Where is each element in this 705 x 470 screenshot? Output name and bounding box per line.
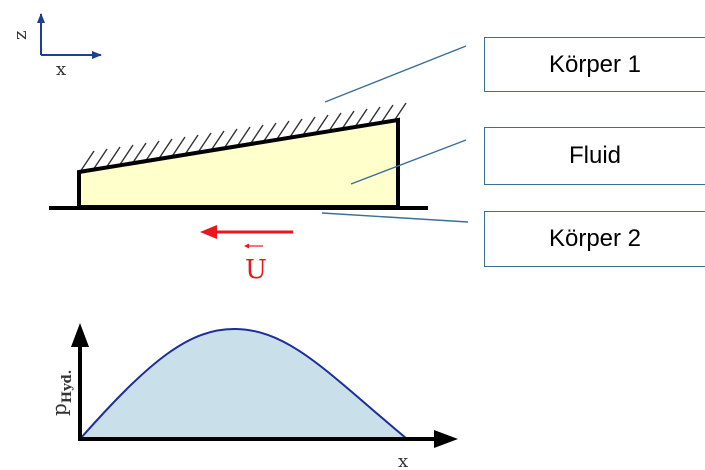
fluid-label: Fluid [484,127,705,185]
velocity-label: U [245,255,267,285]
fluid-region [77,117,400,209]
velocity-vector-head [244,243,249,249]
body1-label: Körper 1 [484,37,705,92]
pressure-subscript: Hyd. [60,370,75,403]
plot-y-arrowhead [71,323,89,347]
x-axis-label: x [56,59,66,80]
pressure-axis-label: pHyd. [47,370,75,416]
body2-leader-line [321,212,469,223]
velocity-indicator: U [200,225,293,285]
axes-icon: z x [10,13,102,80]
pressure-curve [79,327,408,440]
pressure-symbol: p [47,403,71,416]
velocity-arrowhead [200,225,217,239]
fluid-leader-line [350,139,467,185]
plot-x-label: x [398,451,408,470]
body2-label: Körper 2 [484,211,705,267]
pressure-area [80,328,407,439]
z-axis-label: z [10,31,31,40]
body1-leader-line [324,45,467,103]
svg-text:pHyd.: pHyd. [47,370,75,416]
pressure-plot: pHyd. x [47,323,458,470]
plot-x-arrowhead [434,430,458,448]
